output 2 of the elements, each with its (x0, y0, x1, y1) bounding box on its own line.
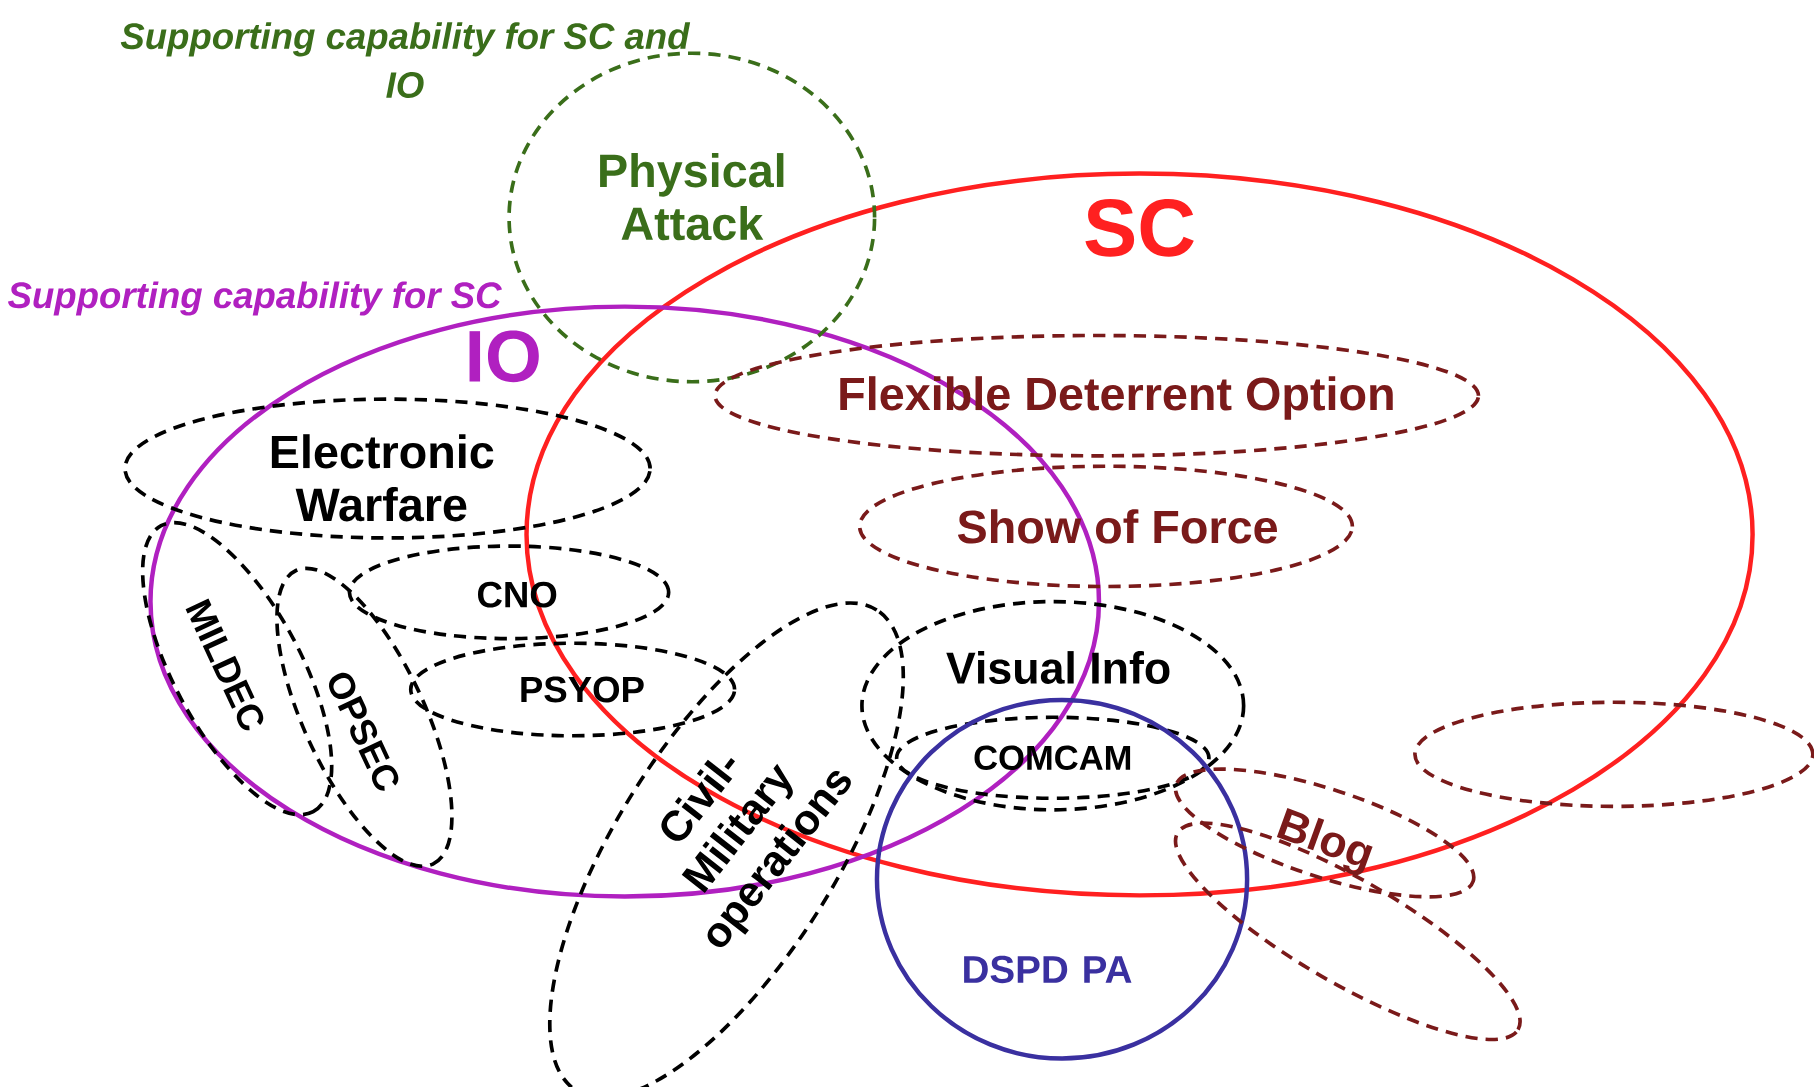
caption-text: Supporting capability for SC (8, 281, 502, 316)
caption-text: Supporting capability for SC and IO (120, 22, 691, 98)
